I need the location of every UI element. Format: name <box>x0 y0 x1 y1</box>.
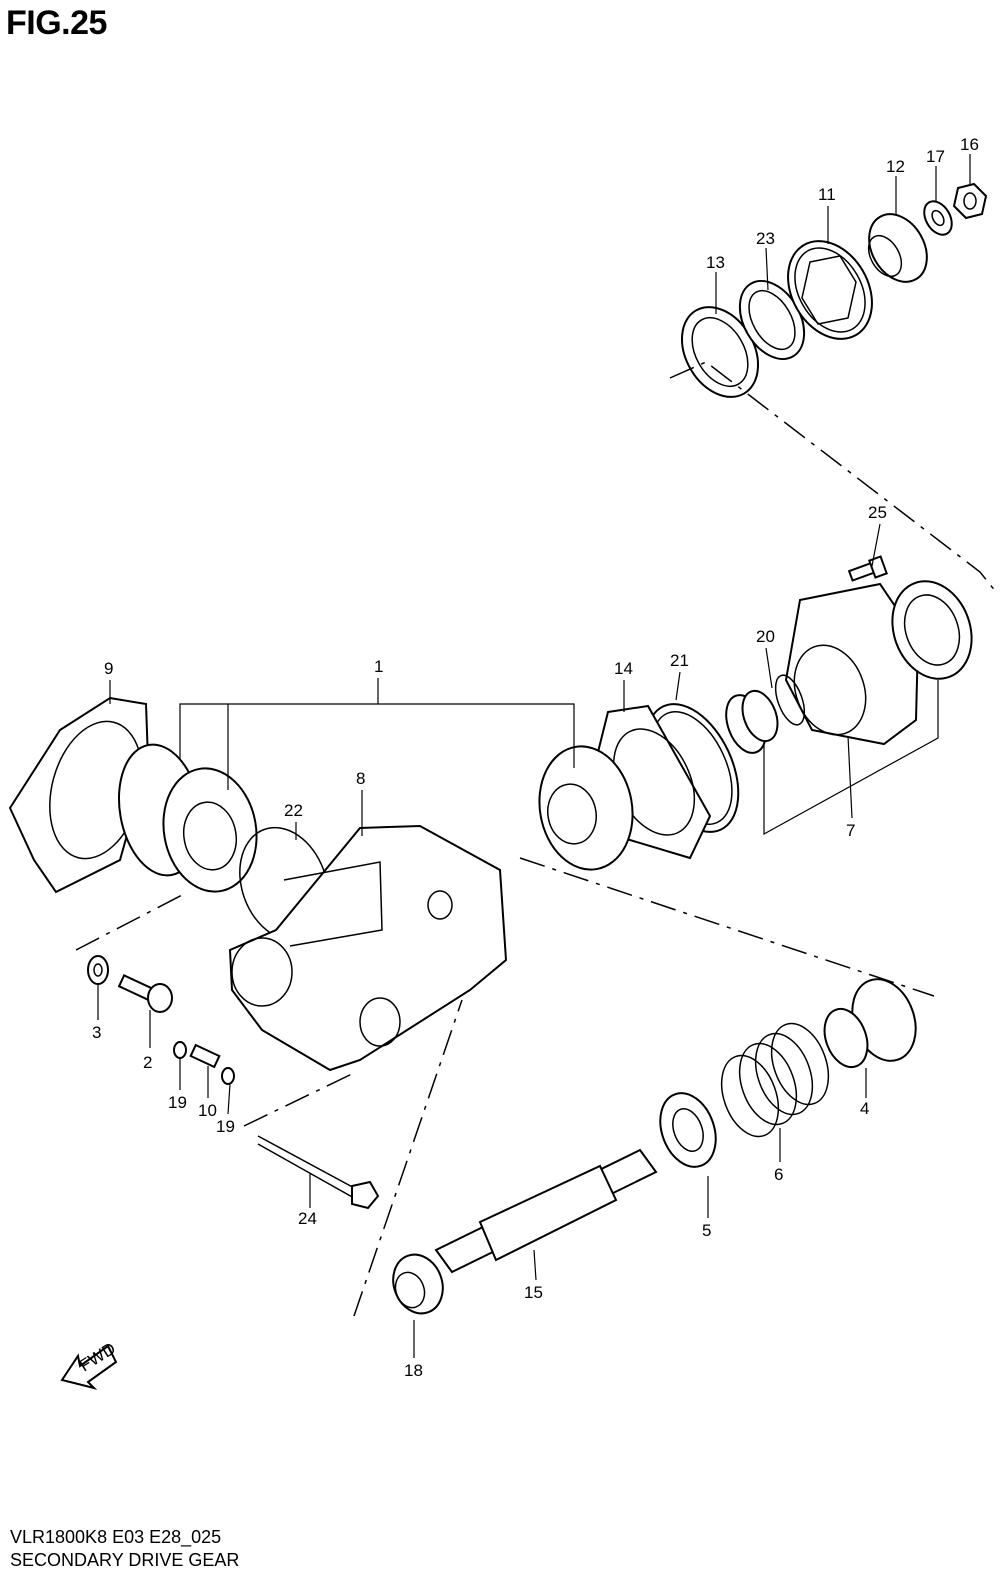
bearing-4 <box>823 978 917 1069</box>
assembly-line-shaft <box>353 999 463 1317</box>
callout-3: 3 <box>92 1023 101 1042</box>
callout-7: 7 <box>846 821 855 840</box>
callout-20: 20 <box>756 627 775 646</box>
washer-17 <box>923 200 953 236</box>
callouts: 1 2 3 4 5 6 7 8 9 10 11 12 13 14 15 16 1… <box>92 135 979 1380</box>
spring-6 <box>720 1022 830 1138</box>
bearing-case-7 <box>784 580 973 746</box>
callout-12: 12 <box>886 157 905 176</box>
assembly-line-top <box>669 361 997 593</box>
callout-24: 24 <box>298 1209 317 1228</box>
callout-19-right: 19 <box>216 1117 235 1136</box>
shaft-15 <box>434 1148 658 1274</box>
callout-25: 25 <box>868 503 887 522</box>
figure-title: FIG.25 <box>6 4 107 42</box>
callout-6: 6 <box>774 1165 783 1184</box>
hex-nut-retainer-11 <box>787 240 873 340</box>
callout-10: 10 <box>198 1101 217 1120</box>
coupling-12 <box>867 213 928 283</box>
bolt-25 <box>847 555 888 582</box>
bolt-24 <box>257 1135 380 1210</box>
callout-1: 1 <box>374 657 383 676</box>
forward-direction-arrow-icon: FWD <box>60 1339 119 1390</box>
gear-case-8 <box>228 824 508 1072</box>
callout-9: 9 <box>104 659 113 678</box>
callout-8: 8 <box>356 769 365 788</box>
bolt-2 <box>117 974 173 1013</box>
cam-dog-5 <box>659 1092 717 1168</box>
assembly-line-left <box>75 893 185 951</box>
assembly-line-right <box>519 857 935 997</box>
leader-lines <box>97 154 971 1358</box>
o-ring-20 <box>774 674 806 726</box>
callout-15: 15 <box>524 1283 543 1302</box>
figure-caption: SECONDARY DRIVE GEAR <box>10 1550 240 1570</box>
callout-14: 14 <box>614 659 633 678</box>
driven-bevel-gear-1 <box>538 745 634 871</box>
callout-11: 11 <box>818 185 836 204</box>
o-ring-19-right <box>221 1067 235 1085</box>
model-code: VLR1800K8 E03 E28_025 <box>10 1527 222 1547</box>
callout-16: 16 <box>960 135 979 154</box>
callout-13: 13 <box>706 253 725 272</box>
dowel-pin-10 <box>189 1043 221 1069</box>
callout-4: 4 <box>860 1099 869 1118</box>
o-ring-19-left <box>173 1041 187 1059</box>
bearing-18 <box>392 1253 444 1315</box>
callout-19-left: 19 <box>168 1093 187 1112</box>
pinion-shaft-inner <box>725 689 779 754</box>
nut-16 <box>952 182 988 220</box>
callout-5: 5 <box>702 1221 711 1240</box>
callout-17: 17 <box>926 147 945 166</box>
callout-18: 18 <box>404 1361 423 1380</box>
callout-22: 22 <box>284 801 303 820</box>
callout-2: 2 <box>143 1053 152 1072</box>
bearing-23 <box>738 280 806 360</box>
callout-23: 23 <box>756 229 775 248</box>
washer-3 <box>87 955 109 985</box>
drive-bevel-gear-1 <box>117 743 258 893</box>
assembly-line-bottom <box>243 1071 357 1127</box>
callout-21: 21 <box>670 651 689 670</box>
